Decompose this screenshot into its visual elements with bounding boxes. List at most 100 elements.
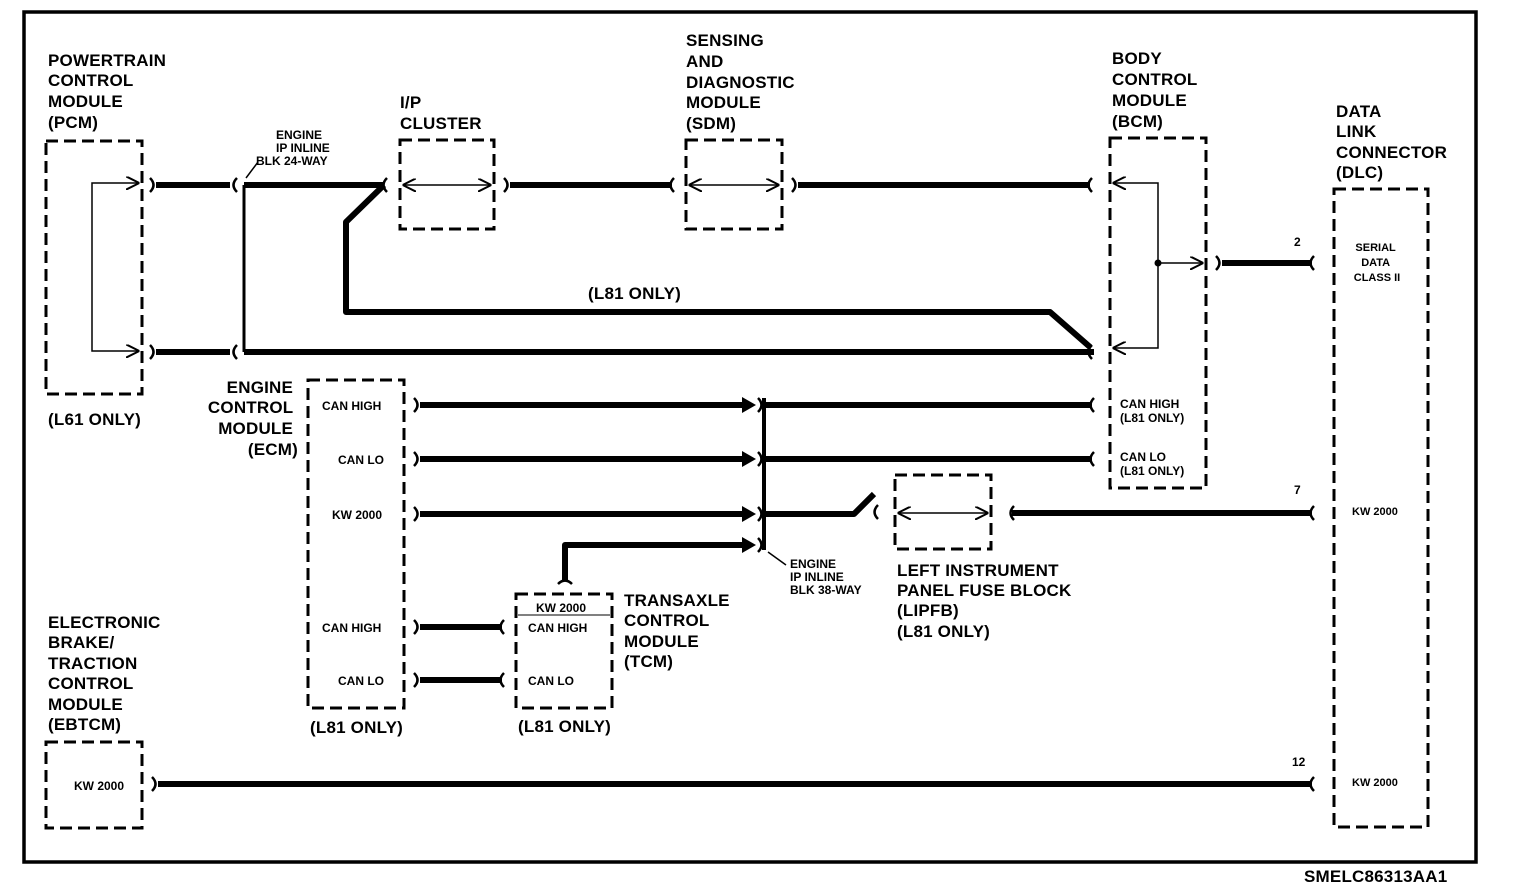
inline38-label-line: IP INLINE xyxy=(790,570,844,584)
lipfb-label: LEFT INSTRUMENT PANEL FUSE BLOCK (LIPFB)… xyxy=(897,561,1076,641)
wire-l81-only-loop xyxy=(343,182,1092,350)
ecm-pin-kw2000: KW 2000 xyxy=(332,508,382,522)
pcm-label: POWERTRAIN CONTROL MODULE (PCM) xyxy=(48,51,171,132)
diagram-frame xyxy=(22,10,1478,864)
dlc-label-line: LINK xyxy=(1336,122,1377,141)
inline38-label-line: ENGINE xyxy=(790,557,836,571)
dlc-pin-number-7: 7 xyxy=(1294,483,1301,497)
bcm-pin-can-high-line: (L81 ONLY) xyxy=(1120,411,1184,425)
tcm-label-line: MODULE xyxy=(624,632,699,651)
inline24-label-line: ENGINE xyxy=(276,128,322,142)
ecm-label-line: CONTROL xyxy=(208,398,293,417)
inline24-label-line: BLK 24-WAY xyxy=(256,154,328,168)
lipfb-label-line: (LIPFB) xyxy=(897,601,959,620)
bcm-pin-can-lo: CAN LO (L81 ONLY) xyxy=(1120,450,1184,478)
inline38-arrowheads xyxy=(742,397,756,553)
tcm-label-line: CONTROL xyxy=(624,611,709,630)
bcm-splice-dot xyxy=(1154,259,1162,267)
sdm-label-line: (SDM) xyxy=(686,114,736,133)
bcm-pin-can-lo-line: CAN LO xyxy=(1120,450,1166,464)
dlc-pin-number-12: 12 xyxy=(1292,755,1306,769)
pcm-label-line: CONTROL xyxy=(48,71,133,90)
ecm-note: (L81 ONLY) xyxy=(310,718,403,737)
ecm-label: ENGINE CONTROL MODULE (ECM) xyxy=(208,378,298,459)
ebtcm-label-line: ELECTRONIC xyxy=(48,613,161,632)
ecm-label-line: ENGINE xyxy=(227,378,293,397)
ip-cluster-label-line: I/P xyxy=(400,93,421,112)
tcm-label-line: (TCM) xyxy=(624,652,673,671)
bcm-label-line: (BCM) xyxy=(1112,112,1163,131)
ebtcm-box xyxy=(44,740,144,830)
inline24-label: ENGINE IP INLINE BLK 24-WAY xyxy=(256,128,333,168)
lipfb-label-line: (L81 ONLY) xyxy=(897,622,990,641)
ip-cluster-box xyxy=(398,138,496,231)
figure-id: SMELC86313AA1 xyxy=(1304,867,1447,886)
wire-inline38-kw2000-to-lipfb xyxy=(764,491,877,517)
bcm-pin-can-high: CAN HIGH (L81 ONLY) xyxy=(1120,397,1184,425)
sdm-label: SENSING AND DIAGNOSTIC MODULE (SDM) xyxy=(686,31,800,133)
sdm-label-line: MODULE xyxy=(686,93,761,112)
inline38-label-line: BLK 38-WAY xyxy=(790,583,862,597)
lipfb-box xyxy=(893,473,993,551)
bcm-label-line: CONTROL xyxy=(1112,70,1197,89)
dlc-pin-serial-line: DATA xyxy=(1361,257,1390,269)
ip-cluster-label: I/P CLUSTER xyxy=(400,93,482,133)
inline38-label: ENGINE IP INLINE BLK 38-WAY xyxy=(790,557,862,597)
dlc-label-line: CONNECTOR xyxy=(1336,143,1447,162)
lipfb-label-line: PANEL FUSE BLOCK xyxy=(897,581,1072,600)
bcm-pin-can-high-line: CAN HIGH xyxy=(1120,397,1179,411)
ecm-pin-can-high: CAN HIGH xyxy=(322,399,381,413)
lipfb-label-line: LEFT INSTRUMENT xyxy=(897,561,1059,580)
inline24-label-line: IP INLINE xyxy=(276,141,330,155)
sdm-box xyxy=(684,138,784,231)
tcm-label: TRANSAXLE CONTROL MODULE (TCM) xyxy=(624,591,735,671)
bcm-label: BODY CONTROL MODULE (BCM) xyxy=(1112,49,1202,131)
ecm-label-line: MODULE xyxy=(218,419,293,438)
dlc-pin-serial-data: SERIAL DATA CLASS II xyxy=(1354,242,1400,284)
bcm-label-line: MODULE xyxy=(1112,91,1187,110)
pcm-label-line: MODULE xyxy=(48,92,123,111)
tcm-pin-kw2000: KW 2000 xyxy=(536,601,586,615)
ebtcm-label-line: MODULE xyxy=(48,695,123,714)
ecm-pin-can-lo: CAN LO xyxy=(338,453,384,467)
ecm-label-line: (ECM) xyxy=(248,440,298,459)
l81-only-wire-note: (L81 ONLY) xyxy=(588,284,681,303)
sdm-label-line: DIAGNOSTIC xyxy=(686,73,795,92)
inline38-leader xyxy=(767,551,787,566)
dlc-pin-serial-line: SERIAL xyxy=(1355,242,1396,254)
tcm-pin-can-high: CAN HIGH xyxy=(528,621,587,635)
ebtcm-label-line: (EBTCM) xyxy=(48,715,121,734)
bcm-pin-can-lo-line: (L81 ONLY) xyxy=(1120,464,1184,478)
pcm-box xyxy=(44,139,144,396)
dlc-pin-serial-line: CLASS II xyxy=(1354,272,1400,284)
pcm-internal-link xyxy=(91,183,138,351)
bcm-internal-link xyxy=(1114,183,1159,348)
dlc-label-line: DATA xyxy=(1336,102,1381,121)
wire-tcm-kw2000 xyxy=(562,542,748,580)
ecm-pin-can-lo-2: CAN LO xyxy=(338,674,384,688)
ecm-box xyxy=(306,378,406,710)
dlc-pin-kw2000-12: KW 2000 xyxy=(1352,777,1398,789)
ebtcm-label-line: BRAKE/ xyxy=(48,633,114,652)
connector-terminals xyxy=(149,177,1315,792)
tcm-note: (L81 ONLY) xyxy=(518,717,611,736)
tcm-pin-can-lo: CAN LO xyxy=(528,674,574,688)
bcm-label-line: BODY xyxy=(1112,49,1162,68)
dlc-pin-kw2000-7: KW 2000 xyxy=(1352,506,1398,518)
dlc-box xyxy=(1332,187,1430,829)
sdm-label-line: SENSING xyxy=(686,31,764,50)
ebtcm-pin-kw2000: KW 2000 xyxy=(74,779,124,793)
inline24-leader xyxy=(245,161,259,179)
ip-cluster-label-line: CLUSTER xyxy=(400,114,482,133)
pcm-note: (L61 ONLY) xyxy=(48,410,141,429)
dlc-label-line: (DLC) xyxy=(1336,163,1383,182)
dlc-pin-number-2: 2 xyxy=(1294,235,1301,249)
tcm-label-line: TRANSAXLE xyxy=(624,591,730,610)
ebtcm-label: ELECTRONIC BRAKE/ TRACTION CONTROL MODUL… xyxy=(48,613,165,734)
pcm-label-line: (PCM) xyxy=(48,113,98,132)
bcm-box xyxy=(1108,136,1208,490)
pcm-label-line: POWERTRAIN xyxy=(48,51,166,70)
tcm-box xyxy=(514,592,614,710)
ebtcm-label-line: CONTROL xyxy=(48,674,133,693)
